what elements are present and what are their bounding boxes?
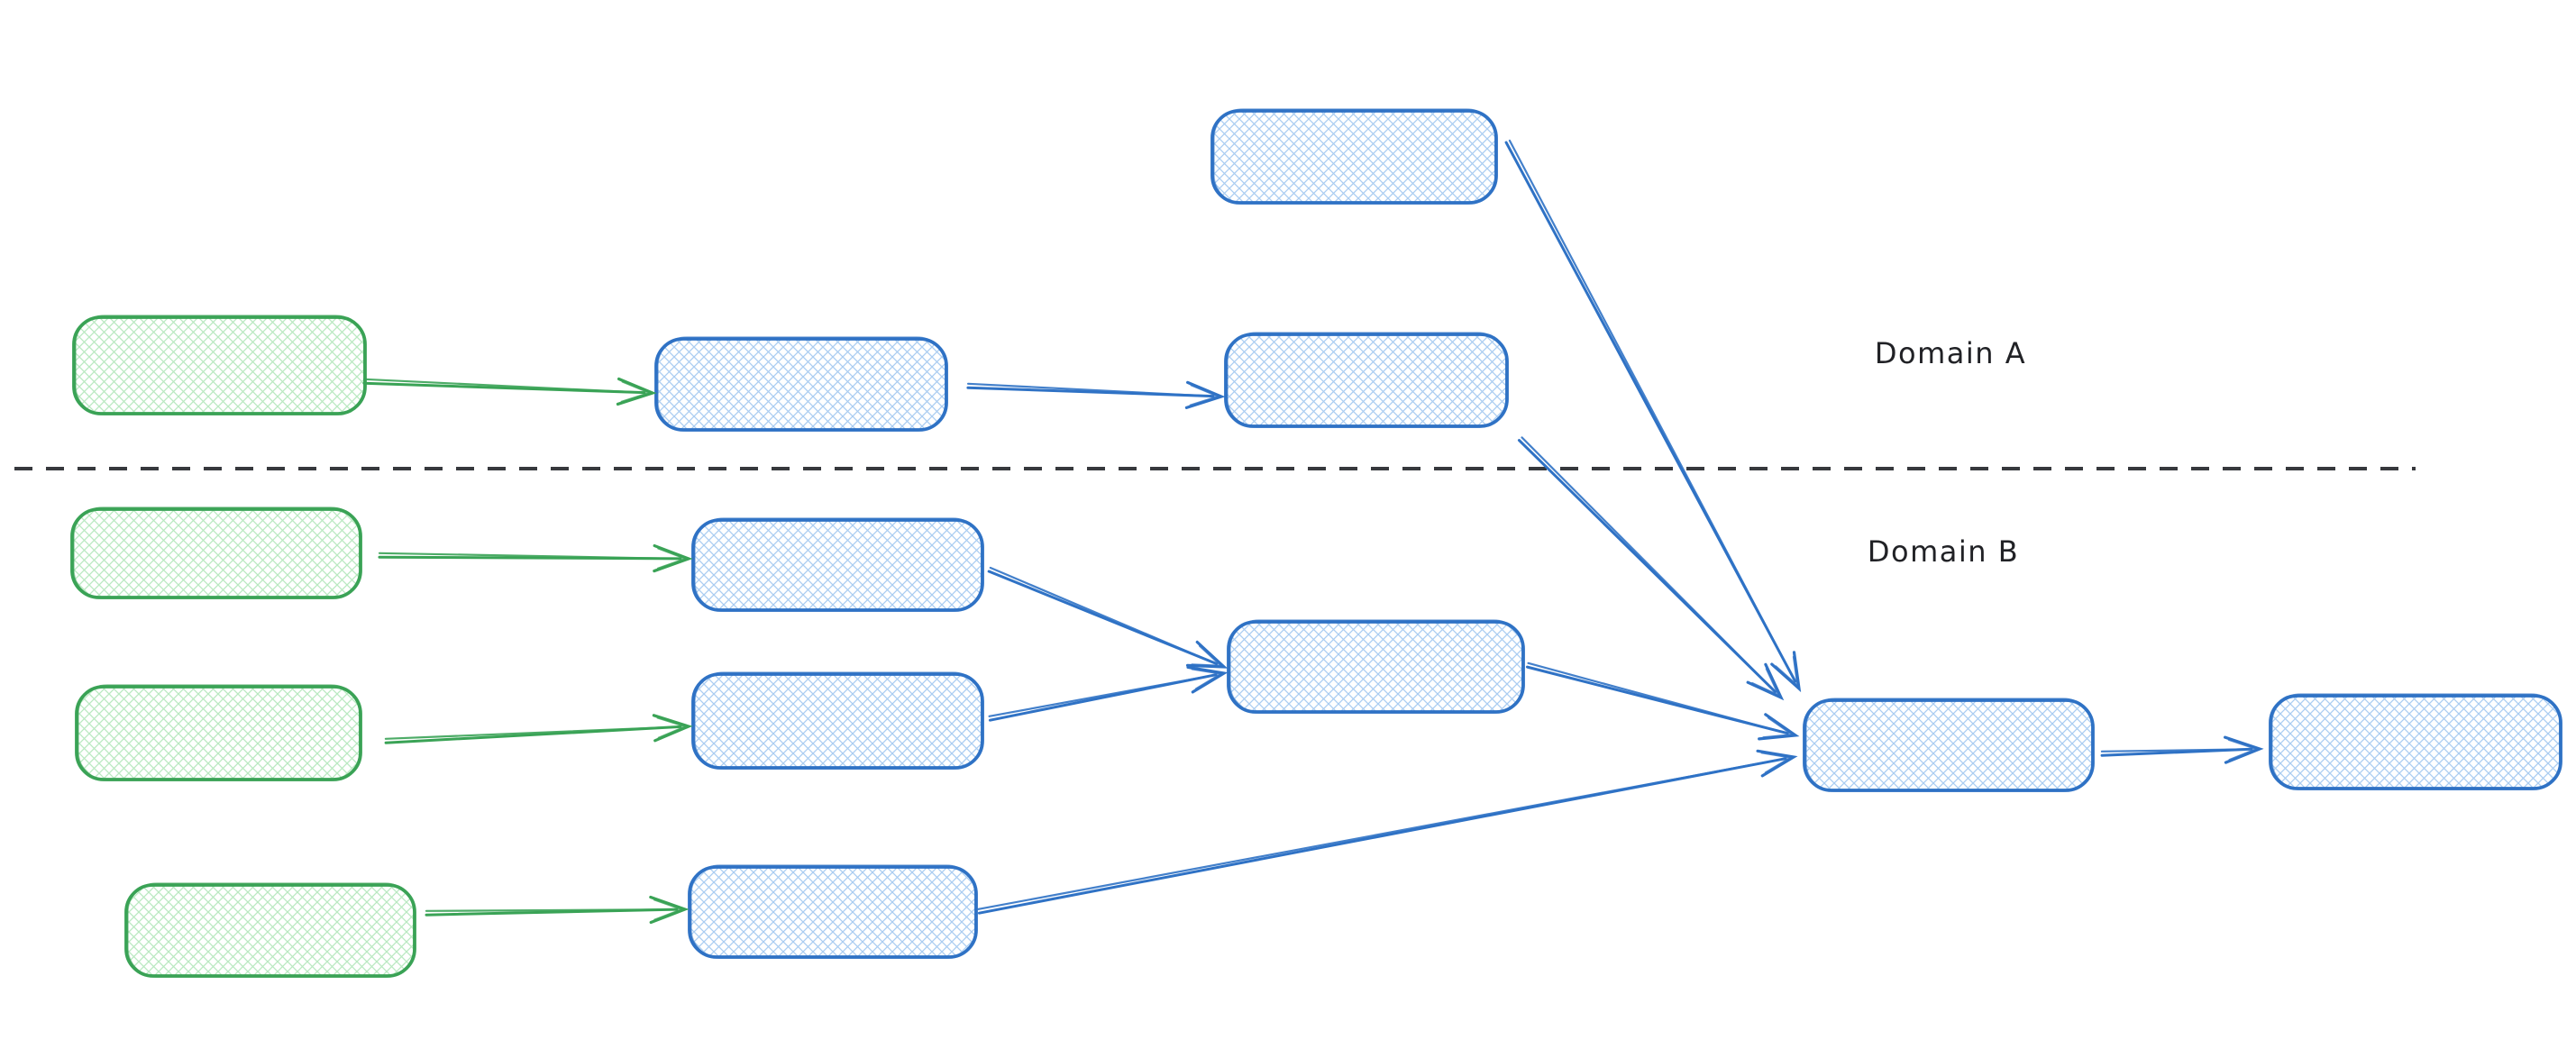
node-blue-top-shape[interactable] (1210, 109, 1498, 205)
arrowhead[interactable] (616, 377, 657, 406)
node-blue-final-shape[interactable] (2269, 694, 2562, 790)
node-blue-top[interactable] (1210, 108, 1498, 205)
arrow-a2-to-converge[interactable] (1517, 436, 1785, 701)
arrowhead-sketch (1191, 644, 1223, 667)
node-green-source-1[interactable] (72, 315, 367, 415)
node-blue-merge-sketch-outline (1229, 619, 1523, 714)
arrowhead-sketch (1191, 668, 1223, 690)
arrowhead[interactable] (652, 714, 693, 743)
domain-b-label[interactable]: Domain B (1868, 534, 2019, 569)
node-blue-b1[interactable] (691, 517, 984, 612)
node-green-source-2[interactable] (70, 506, 362, 599)
arrowhead[interactable] (1770, 651, 1802, 693)
arrowhead[interactable] (2224, 735, 2264, 764)
node-blue-converge-sketch-outline (1805, 698, 2093, 792)
arrowhead[interactable] (1185, 640, 1229, 669)
arrow-shaft-sketch (989, 566, 1210, 662)
arrowhead[interactable] (1756, 749, 1798, 778)
domain-a-label[interactable]: Domain A (1875, 336, 2026, 370)
arrow-shaft-sketch (384, 725, 674, 740)
node-green-source-1-sketch-outline (75, 315, 365, 415)
arrow-b3-to-converge[interactable] (977, 749, 1798, 915)
arrowhead[interactable] (1746, 662, 1785, 701)
arrowhead-sketch (656, 716, 688, 739)
arrowhead-sketch (620, 380, 652, 403)
arrow-shaft-sketch (988, 675, 1210, 717)
arrow-shaft-sketch (1508, 139, 1793, 676)
node-green-source-4-shape[interactable] (124, 883, 416, 978)
arrowhead-sketch (1751, 668, 1781, 698)
arrowhead[interactable] (649, 895, 690, 925)
arrow-merge-to-converge[interactable] (1525, 661, 1800, 741)
node-blue-a2-sketch-outline (1227, 332, 1507, 428)
arrow-shaft-sketch (362, 378, 638, 394)
nodes-layer (70, 108, 2562, 978)
node-blue-merge[interactable] (1227, 619, 1525, 714)
node-blue-a1-shape[interactable] (654, 337, 948, 432)
arrowhead-sketch (1775, 655, 1799, 688)
node-blue-b3[interactable] (688, 864, 978, 959)
arrowhead-sketch (1762, 716, 1795, 738)
node-blue-b1-sketch-outline (694, 517, 982, 612)
node-green-source-3[interactable] (75, 684, 362, 781)
node-green-source-1-shape[interactable] (72, 315, 367, 415)
node-blue-converge-shape[interactable] (1803, 698, 2095, 792)
node-green-source-3-sketch-outline (78, 684, 361, 781)
node-green-source-2-sketch-outline (73, 506, 361, 599)
arrow-shaft-sketch (966, 382, 1207, 397)
node-blue-converge[interactable] (1803, 698, 2095, 792)
node-blue-b3-sketch-outline (690, 864, 976, 959)
arrow-shaft-sketch (425, 908, 671, 912)
arrow-shaft-sketch (378, 552, 674, 560)
node-blue-final-sketch-outline (2271, 693, 2561, 790)
arrow-converge-to-final[interactable] (2100, 735, 2264, 764)
arrowhead-sketch (1189, 384, 1220, 406)
arrowhead[interactable] (653, 543, 693, 573)
node-blue-a2-shape[interactable] (1224, 333, 1509, 428)
arrow-shaft-sketch (2100, 748, 2245, 753)
arrow-b1-to-merge[interactable] (987, 566, 1229, 669)
arrow-shaft-sketch (1527, 661, 1781, 733)
arrow-shaft-sketch (1521, 436, 1771, 688)
node-blue-b2-sketch-outline (694, 671, 982, 770)
arrow-a1-to-a2[interactable] (966, 380, 1226, 409)
node-blue-a1[interactable] (654, 336, 948, 432)
arrow-b2-to-merge[interactable] (988, 665, 1229, 722)
arrowhead-sketch (656, 547, 688, 570)
node-green-source-4-sketch-outline (127, 882, 415, 978)
arrowhead[interactable] (1758, 713, 1800, 741)
node-blue-b2-shape[interactable] (691, 672, 984, 770)
node-blue-b2[interactable] (691, 671, 984, 770)
arrow-top-to-converge[interactable] (1504, 139, 1802, 693)
arrowhead-sketch (653, 898, 684, 921)
arrow-green-4-to-b3[interactable] (425, 895, 690, 925)
node-green-source-3-shape[interactable] (75, 685, 362, 781)
node-blue-merge-shape[interactable] (1227, 620, 1525, 714)
node-green-source-4[interactable] (124, 882, 416, 978)
node-blue-final[interactable] (2269, 693, 2562, 790)
node-blue-a1-sketch-outline (657, 336, 946, 432)
arrow-green-3-to-b2[interactable] (384, 714, 693, 744)
node-green-source-2-shape[interactable] (70, 507, 362, 599)
arrow-shaft-sketch (977, 759, 1779, 910)
node-blue-b1-shape[interactable] (691, 518, 984, 612)
node-blue-a2[interactable] (1224, 332, 1509, 428)
arrowhead-sketch (2227, 739, 2259, 761)
edges-layer (362, 139, 2264, 925)
arrowhead-sketch (1760, 752, 1793, 774)
arrowhead[interactable] (1184, 380, 1226, 409)
node-blue-top-sketch-outline (1213, 108, 1496, 205)
node-blue-b3-shape[interactable] (688, 865, 978, 959)
arrowhead[interactable] (1186, 665, 1229, 694)
arrow-green-1-to-a1[interactable] (362, 377, 657, 406)
arrow-green-2-to-b1[interactable] (378, 543, 693, 573)
